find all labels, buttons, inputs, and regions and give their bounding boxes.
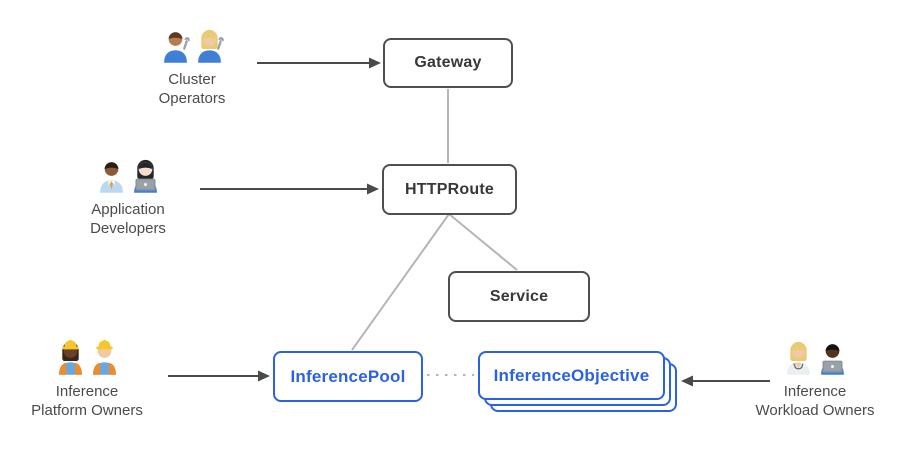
arrow-inference-platform-owners-inferencepool bbox=[168, 370, 270, 382]
woman-construction-worker-icon bbox=[58, 339, 82, 375]
node-service: Service bbox=[448, 271, 590, 322]
persona-label: Inference Platform Owners bbox=[31, 383, 143, 419]
persona-application-developers: Application Developers bbox=[33, 156, 223, 238]
persona-label: Application Developers bbox=[90, 201, 166, 237]
persona-label: Cluster Operators bbox=[158, 71, 226, 107]
office-worker-man-icon bbox=[99, 162, 123, 193]
woman-mechanic-icon bbox=[197, 29, 224, 63]
man-construction-worker-icon bbox=[92, 339, 116, 375]
node-inferencepool: InferencePool bbox=[273, 351, 423, 402]
persona-label: Inference Workload Owners bbox=[755, 383, 875, 419]
persona-cluster-operators-icons bbox=[97, 26, 287, 63]
arrow-application-developers-httproute bbox=[200, 183, 379, 195]
persona-cluster-operators: Cluster Operators bbox=[97, 26, 287, 108]
persona-inference-platform-owners: Inference Platform Owners bbox=[0, 338, 182, 420]
woman-technologist-icon bbox=[133, 159, 157, 193]
man-technologist-icon bbox=[820, 344, 844, 375]
man-mechanic-icon bbox=[163, 32, 190, 63]
node-gateway: Gateway bbox=[383, 38, 513, 88]
edge-httproute-service bbox=[448, 213, 518, 271]
node-inferenceobjective: InferenceObjective bbox=[478, 351, 665, 400]
health-worker-icon bbox=[786, 341, 810, 375]
edge-httproute-inferencepool bbox=[351, 213, 450, 351]
persona-inference-workload-owners: Inference Workload Owners bbox=[720, 338, 902, 420]
persona-inference-platform-owners-icons bbox=[0, 338, 182, 375]
persona-inference-workload-owners-icons bbox=[720, 338, 902, 375]
persona-application-developers-icons bbox=[33, 156, 223, 193]
node-httproute: HTTPRoute bbox=[382, 164, 517, 215]
